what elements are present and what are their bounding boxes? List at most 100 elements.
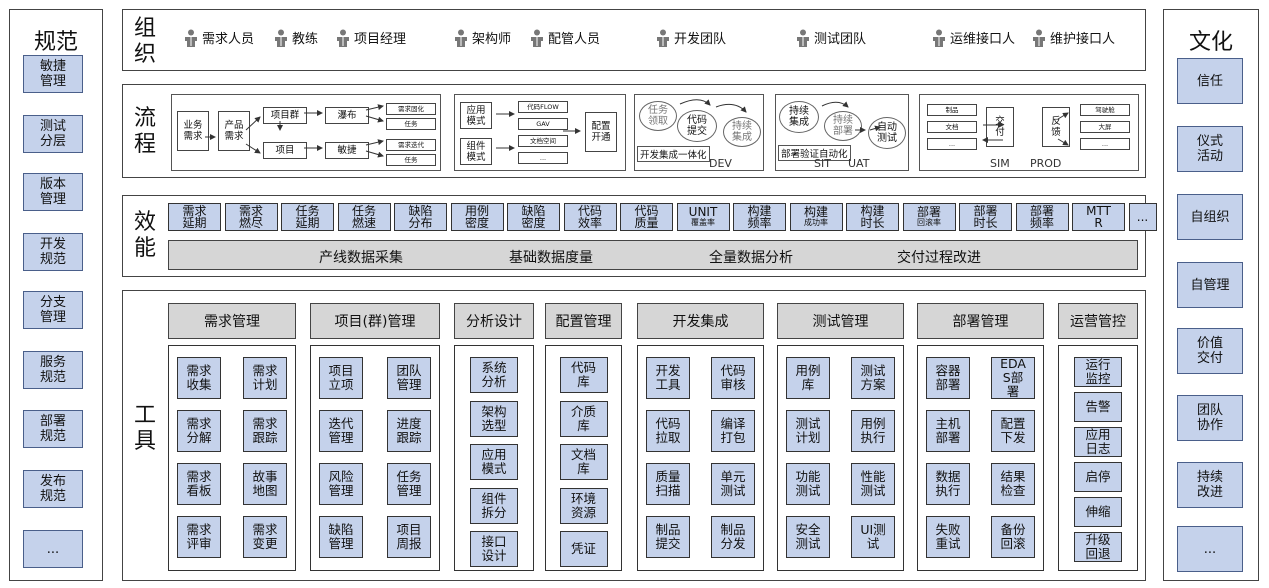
project-group-box: 项目群	[263, 107, 307, 124]
standard-item: 测试 分层	[23, 115, 83, 153]
efficiency-metric: 部署回滚率	[902, 203, 956, 231]
tool-item: 代码 库	[559, 357, 608, 393]
efficiency-pipeline-bar: 产线数据采集基础数据度量全量数据分析交付过程改进	[168, 240, 1138, 270]
tool-item: 制品 提交	[646, 516, 690, 558]
standard-item: 敏捷 管理	[23, 55, 83, 93]
tool-item: 单元 测试	[711, 463, 755, 505]
efficiency-metric-title: UNIT	[688, 205, 718, 219]
efficiency-label: 效 能	[133, 210, 156, 261]
tool-item: 代码 审核	[711, 357, 755, 399]
efficiency-metric-title: 缺陷 密度	[521, 204, 546, 230]
efficiency-metric: 需求 燃尽	[224, 203, 278, 231]
tool-item: UI测 试	[851, 516, 895, 558]
org-role-label: 开发团队	[674, 32, 727, 47]
tool-item: 文档 库	[559, 444, 608, 480]
culture-item: 自管理	[1177, 262, 1243, 308]
gav-box: GAV	[518, 118, 568, 130]
tool-item: 伸缩	[1074, 497, 1122, 527]
org-role-label: 需求人员	[202, 32, 255, 47]
tool-item: 测试 方案	[851, 357, 895, 399]
tool-item: 需求 看板	[177, 463, 221, 505]
efficiency-metric-title: 代码 效率	[577, 204, 602, 230]
component-mode-box: 组件 模式	[460, 138, 492, 165]
standard-item: ...	[23, 530, 83, 568]
uat-label: UAT	[848, 157, 870, 170]
artifact-box: 制品	[927, 104, 977, 116]
efficiency-metric: 构建成功率	[789, 203, 843, 231]
dev-env-label: DEV	[709, 157, 732, 170]
tool-item: 备份 回滚	[991, 516, 1035, 558]
tool-item: 进度 跟踪	[387, 410, 431, 452]
tool-item: 用例 库	[786, 357, 830, 399]
tool-column-title: 配置管理	[545, 303, 622, 339]
tool-item: 需求 评审	[177, 516, 221, 558]
waterfall-box: 瀑布	[325, 107, 369, 124]
culture-item: ...	[1177, 526, 1243, 572]
efficiency-metric-title: 用例 密度	[464, 204, 489, 230]
process-dev-flow: 任务 领取 代码 提交 持续 集成 开发集成一体化 DEV	[634, 94, 764, 171]
org-role: 架构师	[453, 28, 511, 47]
efficiency-metric: 缺陷 密度	[507, 203, 560, 231]
org-role-label: 测试团队	[814, 32, 867, 47]
tool-item: 数据 执行	[926, 463, 970, 505]
tool-item: 故事 地图	[243, 463, 287, 505]
efficiency-metric-title: 需求 延期	[182, 204, 207, 230]
person-icon	[455, 29, 467, 47]
config-open-box: 配置 开通	[585, 112, 617, 152]
org-role: 项目经理	[335, 28, 406, 47]
org-label: 组 织	[133, 16, 156, 67]
tool-item: 环境 资源	[559, 487, 608, 524]
tool-item: 安全 测试	[786, 516, 830, 558]
efficiency-metric: 用例 密度	[450, 203, 504, 231]
tool-item: 代码 拉取	[646, 410, 690, 452]
big-screen-box: 大屏	[1080, 121, 1130, 133]
tool-item: 需求 变更	[243, 516, 287, 558]
feedback-box: 反 馈	[1042, 107, 1070, 147]
process-requirement-flow: 业务 需求 产品 需求 项目群 项目 瀑布 敏捷 需求固化 任务 需求迭代 任务	[171, 94, 441, 171]
efficiency-metric-title: 缺陷 分布	[408, 204, 433, 230]
continuous-integration-ellipse: 持续 集成	[723, 117, 761, 147]
tool-item: 组件 拆分	[470, 487, 518, 524]
efficiency-metric: 任务 燃速	[337, 203, 391, 231]
pipeline-stage: 全量数据分析	[709, 250, 793, 266]
tool-item: 用例 执行	[851, 410, 895, 452]
tool-item: 系统 分析	[470, 357, 518, 393]
org-role-label: 教练	[292, 32, 319, 47]
culture-item: 仪式 活动	[1177, 126, 1243, 172]
efficiency-metric-title: 构建 时长	[860, 204, 885, 230]
tool-item: 制品 分发	[711, 516, 755, 558]
efficiency-metric-title: 构建 频率	[747, 204, 772, 230]
prod-label: PROD	[1030, 157, 1062, 170]
efficiency-metric: 构建 时长	[846, 203, 899, 231]
tool-item: 应用 日志	[1074, 427, 1122, 457]
efficiency-metric: 缺陷 分布	[394, 203, 447, 231]
tool-item: 测试 计划	[786, 410, 830, 452]
process-delivery-flow: 制品 文档 ... 交 付 反 馈 驾驶舱 大屏 ... SIM PROD	[919, 94, 1139, 171]
tools-label: 工 具	[133, 403, 156, 454]
tool-item: 项目 周报	[387, 516, 431, 558]
deliver-box: 交 付	[986, 107, 1014, 147]
monitor-dots-box: ...	[1080, 138, 1130, 150]
efficiency-metric: 代码 效率	[563, 203, 617, 231]
efficiency-metric-title: 构建	[803, 205, 828, 219]
tool-column-title: 需求管理	[168, 303, 296, 339]
efficiency-metric-title: MTT R	[1086, 204, 1111, 230]
efficiency-metric-sub: 回滚率	[917, 218, 941, 227]
standards-title: 规范	[33, 30, 78, 55]
org-role: 运维接口人	[931, 28, 1015, 47]
tool-item: 失败 重试	[926, 516, 970, 558]
culture-item: 团队 协作	[1177, 395, 1243, 441]
person-icon	[933, 29, 945, 47]
task-claim-ellipse: 任务 领取	[639, 101, 677, 131]
efficiency-metric-title: 需求 燃尽	[238, 204, 263, 230]
tool-item: 介质 库	[559, 400, 608, 437]
person-icon	[337, 29, 349, 47]
org-role: 维护接口人	[1031, 28, 1115, 47]
efficiency-metric: ...	[1128, 203, 1157, 231]
tool-item: 需求 跟踪	[243, 410, 287, 452]
org-role: 配管人员	[529, 28, 600, 47]
tool-column-title: 测试管理	[777, 303, 904, 339]
dev-integration-label: 开发集成一体化	[637, 146, 710, 162]
efficiency-metric: 需求 延期	[168, 203, 221, 231]
tool-item: 凭证	[559, 531, 608, 567]
